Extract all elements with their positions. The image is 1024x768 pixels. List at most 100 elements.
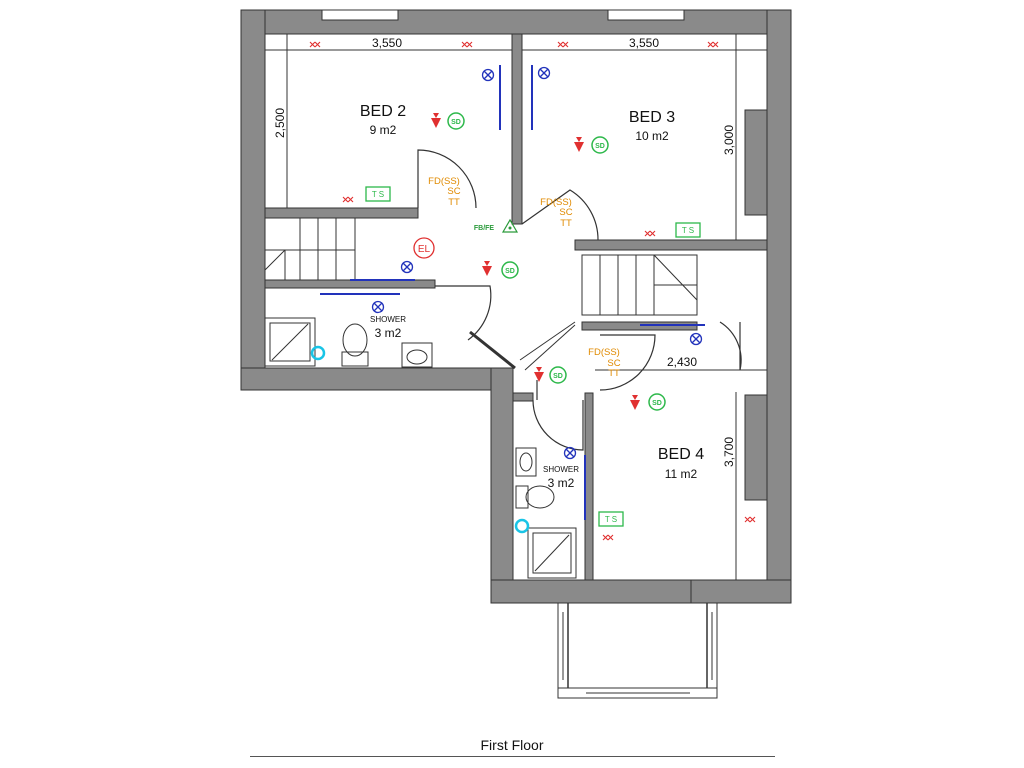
- wall-stair-bottom: [264, 279, 436, 289]
- light-fitting-icon: [537, 66, 551, 80]
- door-note-bed2: FD(SS) SC TT: [428, 176, 461, 208]
- wall-left: [240, 9, 266, 391]
- door-note-bed3: FD(SS) SC TT: [540, 197, 573, 229]
- ts-label: T S: [682, 226, 694, 235]
- wall-lower-left: [490, 367, 514, 604]
- extractor-fan-icon: [514, 518, 530, 534]
- light-fitting-icon: [371, 300, 385, 314]
- shower1-area: 3 m2: [375, 326, 402, 340]
- light-fitting-icon: [689, 332, 703, 346]
- sd-label: SD: [553, 373, 563, 380]
- thermostats: T S T S T S: [365, 186, 701, 527]
- bed2-name: BED 2: [360, 103, 406, 120]
- door-note-line: FD(SS): [540, 197, 572, 208]
- bed3-width-dim: 3,550: [629, 36, 659, 50]
- cross-mark-icon: [309, 41, 321, 48]
- cross-mark-icon: [342, 196, 354, 203]
- light-fitting-icon: [400, 260, 414, 274]
- cross-mark-icon: [744, 516, 756, 523]
- shower-tray-2: [527, 527, 577, 579]
- heat-detector-icon: [482, 261, 492, 276]
- stairs-lower: [581, 254, 698, 316]
- bed4-width-dim: 2,430: [667, 355, 697, 369]
- heat-detector-icon: [574, 137, 584, 152]
- heat-detectors: [431, 113, 640, 410]
- smoke-alarm-icon: SD: [549, 366, 567, 384]
- dimension-lines: [265, 34, 767, 580]
- light-fitting-icon: [481, 68, 495, 82]
- smoke-alarm-icon: SD: [447, 112, 465, 130]
- ts-label: T S: [372, 190, 384, 199]
- radiators: [320, 65, 705, 520]
- sd-label: SD: [652, 400, 662, 407]
- sd-label: SD: [505, 268, 515, 275]
- thermostat-icon: T S: [365, 186, 391, 202]
- bay-outline: [567, 603, 708, 688]
- cross-mark-icon: [644, 230, 656, 237]
- wall-ensuite-top: [512, 392, 534, 402]
- smoke-alarm-icon: SD: [648, 393, 666, 411]
- thermostat-icon: T S: [675, 222, 701, 238]
- heat-detector-icon: [630, 395, 640, 410]
- bed3-depth-dim: 3,000: [722, 125, 736, 155]
- shower1-name: SHOWER: [370, 315, 406, 324]
- door-note-line: FD(SS): [428, 176, 460, 187]
- light-fitting-icon: [563, 446, 577, 460]
- shower2-area: 3 m2: [548, 476, 575, 490]
- bed4-depth-dim: 3,700: [722, 437, 736, 467]
- wall-bottom: [490, 579, 692, 604]
- thermostat-icon: T S: [598, 511, 624, 527]
- cross-mark-icon: [602, 534, 614, 541]
- cross-mark-icon: [461, 41, 473, 48]
- door-note-line: FD(SS): [588, 347, 620, 358]
- wall-bed3-bottom: [574, 239, 768, 251]
- emergency-light-icon: EL: [413, 237, 435, 259]
- cross-marks: [309, 41, 756, 541]
- wall-recess-bed3: [744, 109, 768, 216]
- extractor-fans: [310, 345, 530, 534]
- stairs-upper: [264, 217, 356, 281]
- wall-bottom-left: [240, 367, 492, 391]
- door-note-line: TT: [608, 368, 620, 379]
- el-label: EL: [418, 244, 431, 255]
- bed3-area: 10 m2: [635, 129, 669, 143]
- toilet-1: [341, 323, 369, 367]
- heat-detector-icon: [431, 113, 441, 128]
- extractor-fan-icon: [310, 345, 326, 361]
- wall-right: [766, 9, 792, 604]
- door-note-line: TT: [448, 197, 460, 208]
- wall-recess-bed4: [744, 394, 768, 501]
- floor-title: First Floor: [480, 737, 544, 753]
- door-note-bed4: FD(SS) SC TT: [588, 347, 621, 379]
- bed2-depth-dim: 2,500: [273, 108, 287, 138]
- door-note-line: SC: [607, 358, 620, 369]
- wall-bed2-bottom: [264, 207, 419, 219]
- light-fittings: [371, 66, 703, 460]
- wall-bed2-bed3: [511, 33, 523, 225]
- basin-2: [515, 447, 537, 477]
- cross-mark-icon: [707, 41, 719, 48]
- basin-1: [401, 342, 433, 368]
- shower-tray-1: [264, 317, 316, 367]
- smoke-alarm-icon: SD: [591, 136, 609, 154]
- bed3-name: BED 3: [629, 109, 675, 126]
- bed4-area: 11 m2: [665, 467, 698, 481]
- bed2-area: 9 m2: [370, 123, 397, 137]
- doors: [417, 149, 742, 451]
- heat-detector-icon: [534, 367, 544, 382]
- fire-blanket-icon: FB/FE: [474, 218, 519, 233]
- floor-plan: BED 2 9 m2 BED 3 10 m2 BED 4 11 m2 SHOWE…: [240, 9, 792, 699]
- title-underline: [250, 756, 775, 757]
- bed2-width-dim: 3,550: [372, 36, 402, 50]
- toilet-2: [515, 485, 555, 509]
- sd-label: SD: [595, 143, 605, 150]
- wall-bottom-right: [690, 579, 792, 604]
- fbfe-label: FB/FE: [474, 225, 495, 232]
- smoke-detectors: SD SD SD SD SD: [447, 112, 666, 411]
- door-note-line: TT: [560, 218, 572, 229]
- door-note-line: SC: [559, 207, 572, 218]
- ts-label: T S: [605, 515, 617, 524]
- shower2-name: SHOWER: [543, 465, 579, 474]
- walls: [240, 9, 792, 604]
- smoke-alarm-icon: SD: [501, 261, 519, 279]
